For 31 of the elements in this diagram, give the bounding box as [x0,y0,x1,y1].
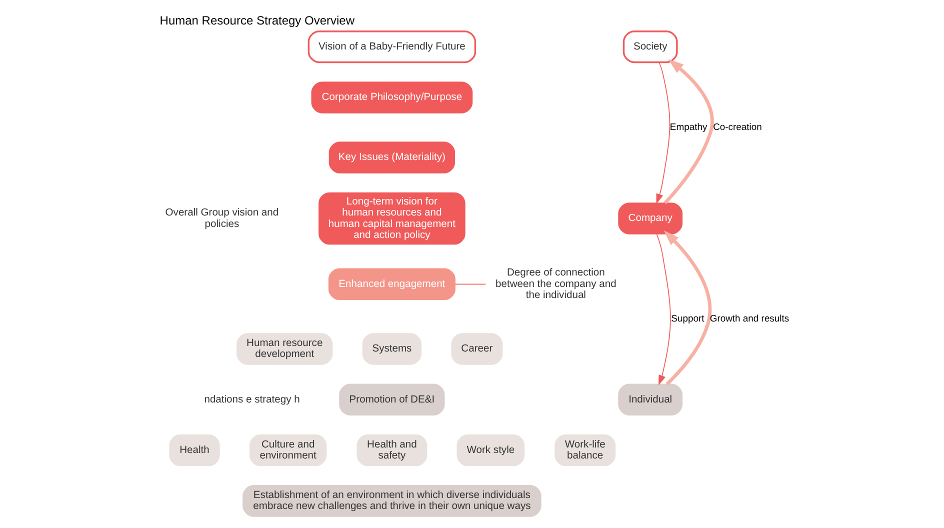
connector [454,284,486,285]
node-box: Health and safety [356,434,428,466]
label: Overall Group vision and policies [165,208,279,230]
node-box: Human resource development [236,333,333,365]
edge-label: Co-creation [713,122,762,133]
node-box: Work style [456,434,525,466]
node-box: Establishment of an environment in which diverse individuals embrace new challenges and thrive in their own unique ways [242,485,542,517]
edge-label: Growth and results [710,313,790,324]
arrow [656,234,671,386]
node-box: Systems [362,333,422,365]
node-box: Key Issues (Materiality) [328,142,456,174]
node-box: Promotion of DE&I [339,384,445,416]
node-box: Society [622,30,678,64]
node-text: Degree of connection between the company and the individual [496,268,616,301]
node-box: Individual [618,384,683,416]
node-box: Company [618,202,683,234]
arrow [664,59,714,204]
node-box: Long-term vision for human resources and human capital management and action policy [318,192,466,245]
arrow [656,62,670,204]
node-box: Health [169,434,220,466]
node-box: Culture and environment [249,434,327,466]
node-box: Corporate Philosophy/Purpose [311,82,473,114]
edge-label: Empathy [670,122,708,133]
edge-label: Support [671,313,704,324]
node-box: Career [451,333,503,365]
diagram-title: Human Resource Strategy Overview [160,14,355,28]
arrow [664,230,712,386]
node-box: Enhanced engagement [328,268,456,300]
label: ndations e strategy h [204,394,300,406]
node-box: Work-life balance [554,434,616,466]
node-box: Vision of a Baby-Friendly Future [308,30,476,64]
